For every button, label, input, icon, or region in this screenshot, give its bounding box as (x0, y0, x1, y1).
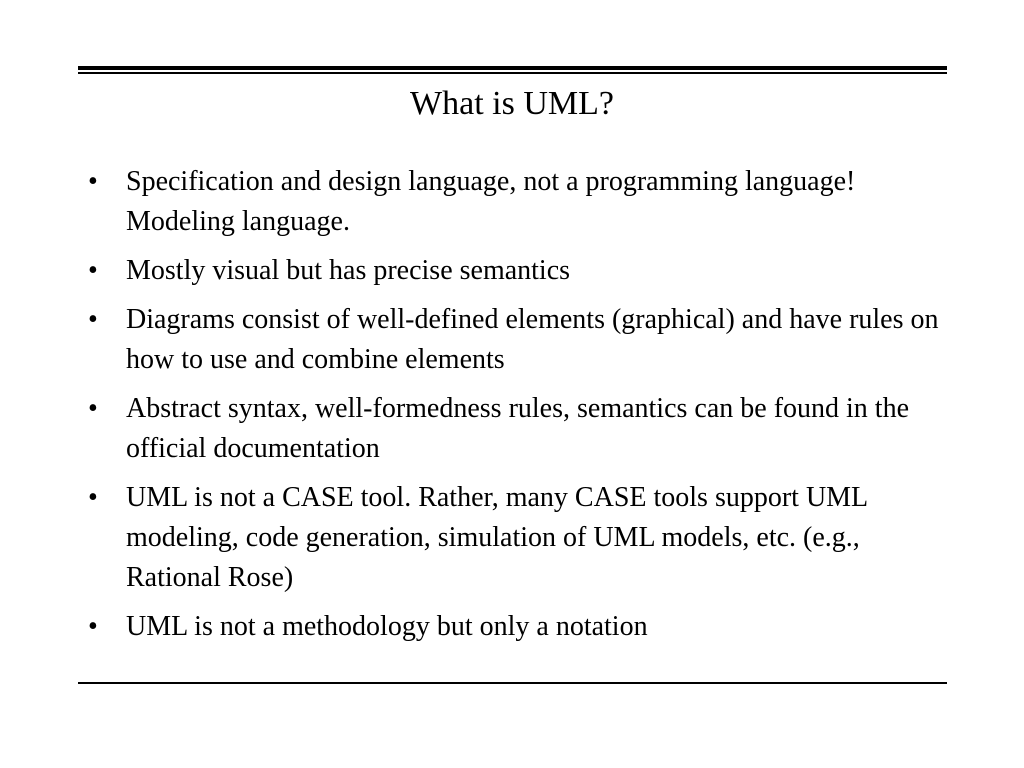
bullet-item: • Abstract syntax, well-formedness rules… (0, 389, 1024, 469)
bullet-marker: • (88, 482, 98, 513)
footer-rule (78, 682, 947, 684)
slide-title: What is UML? (410, 85, 614, 122)
bullet-text: Specification and design language, not a… (126, 166, 856, 237)
bullet-text: UML is not a methodology but only a nota… (126, 611, 648, 642)
bullet-text: UML is not a CASE tool. Rather, many CAS… (126, 482, 868, 593)
bullet-marker: • (88, 166, 98, 197)
bullet-marker: • (88, 611, 98, 642)
bullet-item: • UML is not a CASE tool. Rather, many C… (0, 478, 1024, 598)
bullet-marker: • (88, 304, 98, 335)
bullet-item: • Specification and design language, not… (0, 162, 1024, 242)
bullet-list: • Specification and design language, not… (0, 162, 1024, 656)
title-rule-thin (78, 72, 947, 74)
bullet-item: • Diagrams consist of well-defined eleme… (0, 300, 1024, 380)
bullet-marker: • (88, 255, 98, 286)
bullet-text: Mostly visual but has precise semantics (126, 255, 571, 286)
title-rule-thick (78, 66, 947, 70)
bullet-item: • Mostly visual but has precise semantic… (0, 251, 1024, 291)
bullet-text: Abstract syntax, well-formedness rules, … (126, 393, 910, 464)
bullet-text: Diagrams consist of well-defined element… (126, 304, 939, 375)
bullet-marker: • (88, 393, 98, 424)
bullet-item: • UML is not a methodology but only a no… (0, 607, 1024, 647)
